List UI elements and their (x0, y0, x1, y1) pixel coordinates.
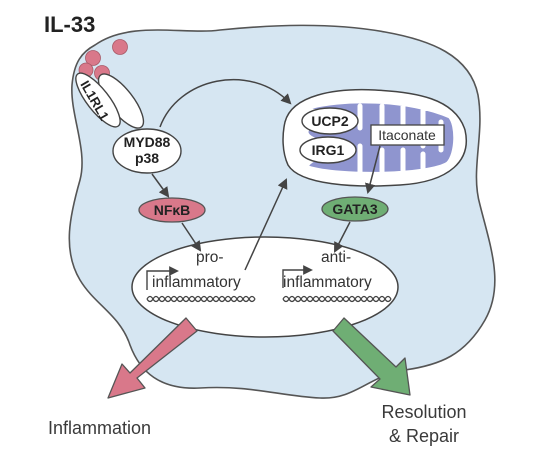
nfkb-label: NFκB (154, 202, 191, 218)
receptor-shape (75, 72, 121, 128)
ucp2-capsule (301, 107, 359, 135)
arrow-adaptor-nfkb (151, 173, 170, 198)
itaconate-label: Itaconate (378, 127, 436, 143)
anti-line1: anti- (321, 249, 351, 266)
resolution-label-line2: & Repair (389, 426, 459, 446)
arrow-itaconate-gata3 (365, 145, 381, 195)
inflammation-label: Inflammation (48, 418, 151, 438)
ligand-dot (112, 39, 128, 55)
arrow-to-mitochondrion (159, 79, 292, 128)
irg1-capsule (299, 136, 357, 164)
ligand-dot (85, 50, 101, 66)
inflammation-arrow (107, 317, 198, 399)
nucleus (131, 236, 399, 338)
arrow-pro-mitochondrion (244, 178, 288, 271)
pro-line2: inflammatory (152, 274, 241, 291)
itaconate-box (370, 124, 445, 146)
adaptor-line1: MYD88 (124, 134, 171, 150)
arrow-gata3-anti (334, 221, 351, 253)
cell-membrane (68, 24, 496, 399)
dna-anti-icon (282, 295, 392, 303)
adaptor-shape (112, 128, 182, 174)
ucp2-label: UCP2 (311, 113, 349, 129)
pro-line1: pro- (196, 249, 224, 266)
resolution-label-line1: Resolution (381, 402, 466, 422)
promoter-anti-icon (282, 265, 313, 288)
anti-line2: inflammatory (283, 274, 372, 291)
nfkb-capsule (138, 197, 206, 223)
il33-label: IL-33 (44, 12, 95, 37)
gata3-capsule (321, 196, 389, 222)
gata3-label: GATA3 (332, 201, 378, 217)
dna-pro-icon (146, 295, 256, 303)
arrow-nfkb-pro (181, 222, 202, 252)
promoter-pro-icon (146, 266, 179, 290)
resolution-arrow (332, 317, 411, 396)
adaptor-line2: p38 (135, 150, 159, 166)
irg1-label: IRG1 (312, 142, 345, 158)
